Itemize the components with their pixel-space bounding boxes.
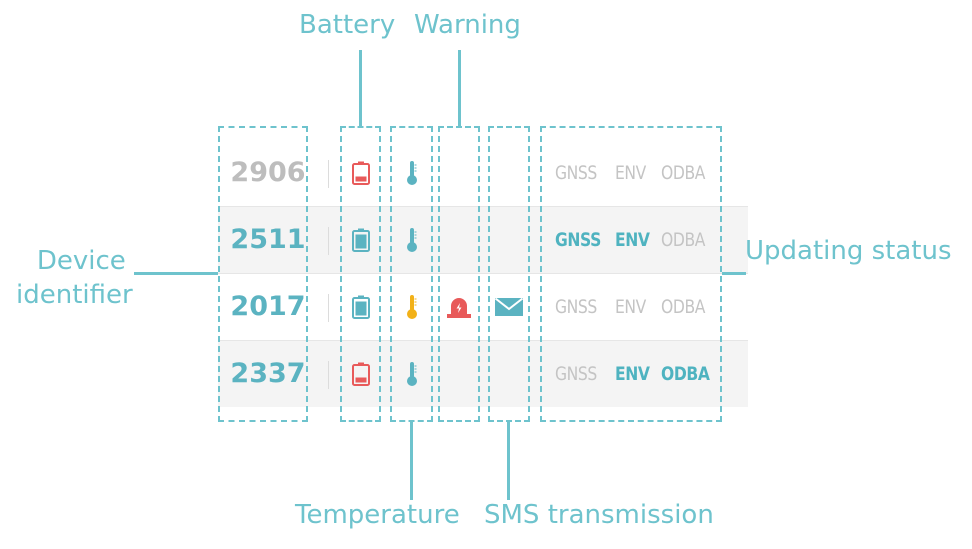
warning-callout-line (458, 50, 461, 126)
updating-status-callout-line (722, 272, 746, 275)
row-separator-tick (328, 227, 329, 255)
row-divider (218, 206, 748, 207)
row-divider (218, 340, 748, 341)
status-gnss: GNSS (555, 162, 597, 184)
status-odba: ODBA (661, 229, 705, 251)
temperature-label: Temperature (295, 500, 460, 530)
warning-box (438, 126, 480, 422)
row-separator-tick (328, 361, 329, 389)
thermometer-icon (390, 341, 433, 407)
envelope-icon (488, 274, 530, 340)
sms-transmission-label: SMS transmission (484, 500, 714, 530)
device-identifier-label: Device identifier (16, 244, 133, 312)
device-id: 2906 (230, 157, 306, 188)
warning-label: Warning (414, 10, 521, 40)
updating-status-box (540, 126, 722, 422)
device-identifier-box (218, 126, 308, 422)
device-id: 2511 (230, 224, 306, 255)
sms-callout-line (507, 422, 510, 500)
device-identifier-callout-line (134, 272, 218, 275)
status-odba: ODBA (661, 363, 710, 385)
row-divider (218, 273, 748, 274)
device-identifier-label-line1: Device (36, 246, 126, 276)
thermometer-icon (390, 140, 433, 206)
status-env: ENV (615, 363, 650, 385)
updating-status-label: Updating status (745, 236, 952, 266)
temperature-callout-line (410, 422, 413, 500)
status-env: ENV (615, 296, 646, 318)
temperature-box (390, 126, 433, 422)
status-env: ENV (615, 229, 650, 251)
status-odba: ODBA (661, 162, 705, 184)
battery-icon (340, 140, 381, 206)
alarm-light-icon (438, 274, 480, 340)
battery-icon (340, 341, 381, 407)
row-separator-tick (328, 160, 329, 188)
status-gnss: GNSS (555, 363, 597, 385)
device-identifier-label-line2: identifier (16, 280, 133, 310)
thermometer-icon (390, 274, 433, 340)
row-separator-tick (328, 294, 329, 322)
battery-label: Battery (299, 10, 396, 40)
device-id: 2017 (230, 291, 306, 322)
device-id: 2337 (230, 358, 306, 389)
status-gnss: GNSS (555, 296, 597, 318)
battery-icon (340, 207, 381, 273)
thermometer-icon (390, 207, 433, 273)
sms-box (488, 126, 530, 422)
table-row: 2017 GNSS ENV ODBA (218, 274, 748, 340)
battery-callout-line (359, 50, 362, 126)
table-row: 2906 GNSS ENV ODBA (218, 140, 748, 206)
status-odba: ODBA (661, 296, 705, 318)
status-gnss: GNSS (555, 229, 601, 251)
status-env: ENV (615, 162, 646, 184)
battery-box (340, 126, 381, 422)
battery-icon (340, 274, 381, 340)
